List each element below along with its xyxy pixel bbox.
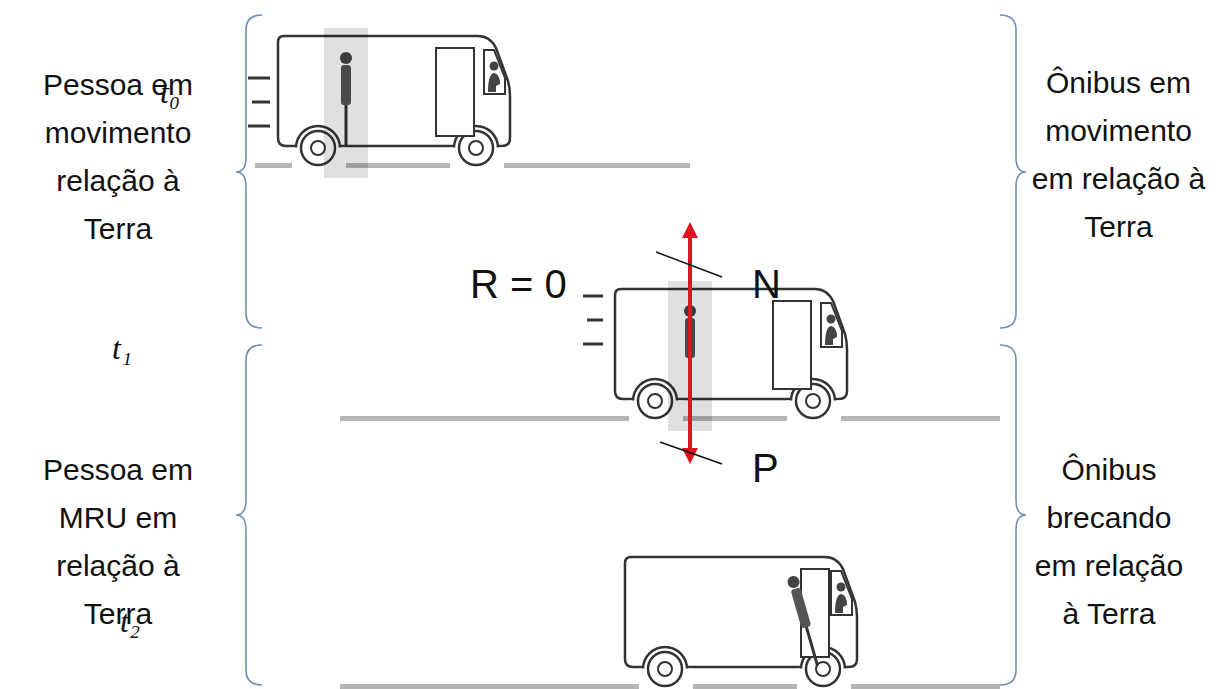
- state-note: Ônibus brecando em relação à Terra: [1028, 446, 1190, 638]
- time-label: t₀: [160, 74, 180, 110]
- time-label: t₁: [112, 330, 132, 366]
- leader-line: [656, 252, 722, 464]
- speed-lines: [583, 296, 603, 344]
- bus-moving: [615, 281, 847, 431]
- state-note: Pessoa em MRU em relação à Terra: [33, 446, 203, 638]
- state-note: Ônibus em movimento em relação à Terra: [1026, 59, 1211, 251]
- force-label: R = 0: [470, 262, 567, 306]
- bus-braking: [625, 557, 857, 689]
- bus-moving: [278, 28, 510, 178]
- time-label: t₂: [120, 603, 140, 639]
- force-label: N: [752, 262, 781, 306]
- curly-brace: [236, 15, 1026, 685]
- speed-lines: [248, 78, 270, 126]
- force-label: P: [752, 446, 779, 490]
- force-arrows: [682, 222, 698, 464]
